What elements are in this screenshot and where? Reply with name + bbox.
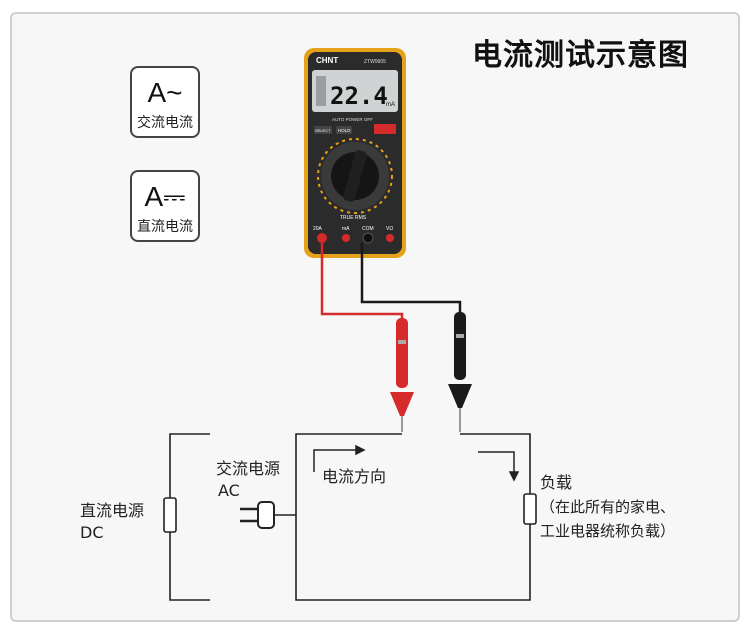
lcd-unit: mA — [386, 102, 395, 108]
ac-current-symbol: A~ — [147, 77, 183, 108]
load-label: 负载 — [540, 473, 572, 492]
page-title: 电流测试示意图 — [472, 38, 689, 73]
select-label: SELECT — [315, 128, 331, 133]
port-com-jack[interactable] — [362, 232, 374, 244]
circuit-loop — [163, 433, 537, 601]
lcd-indicator — [316, 76, 326, 106]
port-v-jack[interactable] — [386, 234, 394, 242]
ac-source-abbr: AC — [218, 481, 240, 500]
ac-plug-icon — [240, 501, 296, 529]
dial-pointer — [343, 150, 367, 202]
range-indicator — [374, 124, 396, 134]
ac-current-label: 交流电流 — [137, 115, 193, 131]
dc-current-badge: A⎓ 直流电流 — [130, 170, 200, 242]
dc-source-label: 直流电源 — [80, 501, 144, 520]
current-direction-arrows — [313, 444, 520, 482]
meter-brand: CHNT — [316, 56, 338, 65]
meter-model: ZTW9905 — [364, 59, 386, 65]
multimeter: CHNT ZTW9905 22.4 mA AUTO POWER OFF SELE… — [304, 48, 406, 258]
load-note-line1: （在此所有的家电、 — [540, 498, 675, 516]
black-test-lead — [360, 243, 462, 380]
red-probe[interactable] — [390, 318, 414, 432]
lcd-screen — [312, 70, 398, 112]
port-20a-jack[interactable] — [317, 233, 327, 243]
ac-current-badge: A~ 交流电流 — [130, 66, 200, 138]
port-ma-jack[interactable] — [342, 234, 350, 242]
ac-source-label: 交流电源 — [216, 459, 280, 478]
hold-label: HOLD — [338, 128, 351, 133]
auto-power-off-label: AUTO POWER OFF — [332, 117, 373, 122]
dc-source-abbr: DC — [80, 523, 104, 542]
dc-current-label: 直流电流 — [137, 219, 193, 235]
port-ma-label: mA — [342, 226, 350, 232]
true-rms-label: TRUE RMS — [340, 215, 367, 221]
load-note-line2: 工业电器统称负载） — [540, 522, 675, 540]
select-button[interactable] — [314, 126, 332, 134]
lcd-reading: 22.4 — [330, 82, 388, 110]
dc-current-symbol: A⎓ — [144, 181, 186, 212]
port-20a-label: 20A — [313, 226, 323, 232]
port-v-label: VΩ — [386, 226, 393, 232]
black-probe[interactable] — [448, 312, 472, 432]
dial-scale — [317, 138, 393, 214]
port-com-label: COM — [362, 226, 374, 232]
current-direction-label: 电流方向 — [322, 467, 386, 486]
hold-button[interactable] — [336, 126, 352, 134]
